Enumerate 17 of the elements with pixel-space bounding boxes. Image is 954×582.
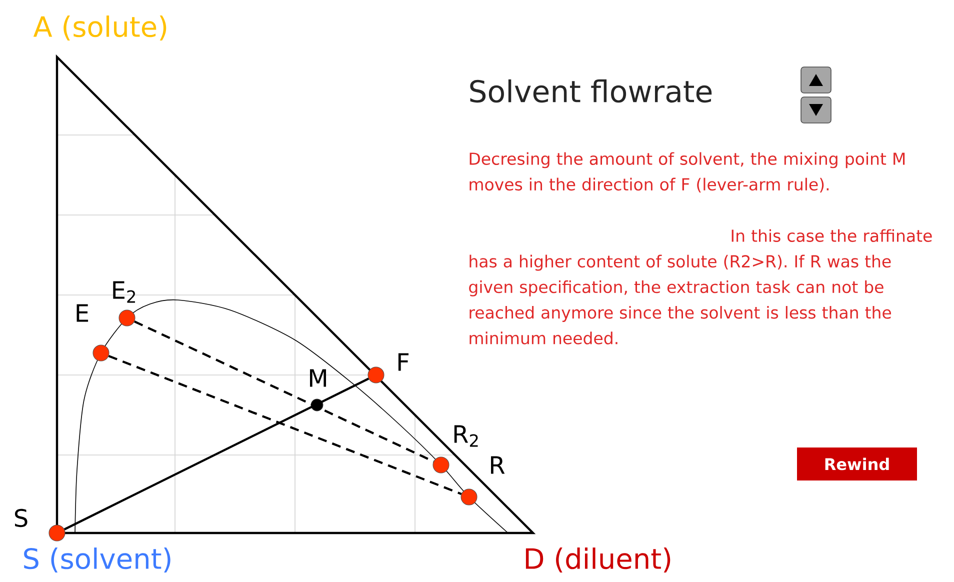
point-label: R xyxy=(491,456,505,474)
point-label: M xyxy=(310,369,326,387)
point-label: F xyxy=(398,353,408,371)
title: Solvent flowrate xyxy=(470,79,712,103)
point-label: E$_{2}$ xyxy=(113,281,135,303)
rewind-button: Rewind xyxy=(797,448,917,480)
connector-line xyxy=(64,378,370,530)
explanation-text: Decresing the amount of solvent, the mixing point M moves in the direction of F (lever-arm rule). xyxy=(470,152,905,193)
point-label: S xyxy=(14,508,28,528)
corner-label: S (solvent) xyxy=(24,548,170,572)
point-label: E xyxy=(76,304,88,322)
corner-label: A (solute) xyxy=(33,16,166,40)
connector-line xyxy=(134,320,434,462)
connector-line xyxy=(108,354,462,496)
corner-label: D (diluent) xyxy=(526,548,670,572)
point-label: R$_{2}$ xyxy=(454,425,478,447)
explanation-text: In this case the raffinate has a higher content of solute (R2>R). If R was the given specification, the extraction task can not be reached anymore since the solvent is less than the minimum needed. xyxy=(469,229,932,344)
